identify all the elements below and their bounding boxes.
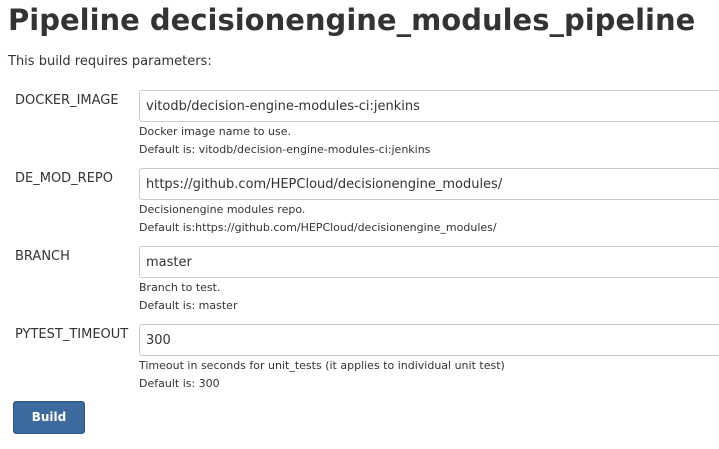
param-label-docker-image: DOCKER_IMAGE <box>15 93 119 108</box>
param-default-pytest-timeout: Default is: 300 <box>139 377 220 390</box>
page-title: Pipeline decisionengine_modules_pipeline <box>8 3 696 37</box>
de-mod-repo-input[interactable] <box>139 168 719 200</box>
param-description-docker-image: Docker image name to use. <box>139 125 291 138</box>
page-subtitle: This build requires parameters: <box>8 54 212 69</box>
param-label-branch: BRANCH <box>15 249 70 264</box>
param-default-docker-image: Default is: vitodb/decision-engine-modul… <box>139 143 431 156</box>
param-label-de-mod-repo: DE_MOD_REPO <box>15 171 114 186</box>
docker-image-input[interactable] <box>139 90 719 122</box>
param-default-de-mod-repo: Default is:https://github.com/HEPCloud/d… <box>139 221 497 234</box>
build-button[interactable]: Build <box>13 401 85 434</box>
branch-input[interactable] <box>139 246 719 278</box>
param-default-branch: Default is: master <box>139 299 238 312</box>
param-description-branch: Branch to test. <box>139 281 221 294</box>
param-label-pytest-timeout: PYTEST_TIMEOUT <box>15 327 129 342</box>
pytest-timeout-input[interactable] <box>139 324 719 356</box>
param-description-pytest-timeout: Timeout in seconds for unit_tests (it ap… <box>139 359 505 372</box>
param-description-de-mod-repo: Decisionengine modules repo. <box>139 203 306 216</box>
